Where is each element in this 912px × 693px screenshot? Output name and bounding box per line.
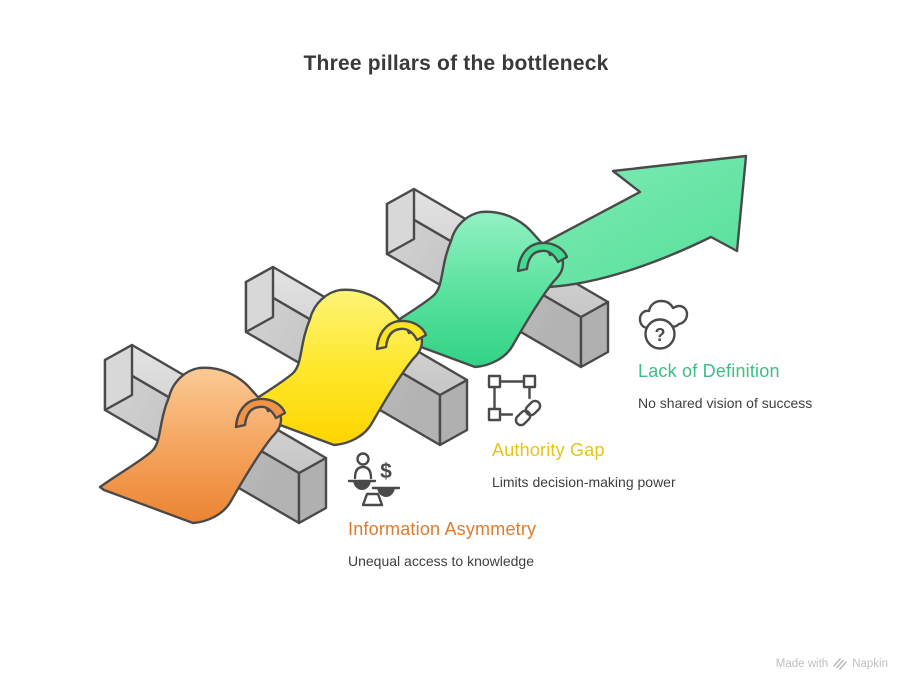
cloud-question-icon: ? xyxy=(638,299,689,350)
pillar-label-authority-gap: Authority Gap Limits decision-making pow… xyxy=(492,440,676,490)
success-arrow xyxy=(508,154,748,289)
pillar-description: Limits decision-making power xyxy=(492,474,676,490)
page-title: Three pillars of the bottleneck xyxy=(303,52,609,75)
pillar-heading: Information Asymmetry xyxy=(348,519,537,539)
pillar-description: Unequal access to knowledge xyxy=(348,553,535,569)
balance-scale-icon: $ xyxy=(347,452,401,507)
pillar-label-information-asymmetry: Information Asymmetry Unequal access to … xyxy=(348,519,536,569)
pillar-heading: Lack of Definition xyxy=(638,361,780,381)
watermark-prefix: Made with xyxy=(775,657,829,670)
pillar-description: No shared vision of success xyxy=(638,395,813,411)
watermark: Made with Napkin xyxy=(776,657,888,670)
watermark-brand: Napkin xyxy=(852,657,888,670)
pillar-label-lack-of-definition: Lack of Definition No shared vision of s… xyxy=(638,361,812,411)
dollar-glyph: $ xyxy=(380,460,392,483)
pillar-heading: Authority Gap xyxy=(492,440,605,460)
napkin-logo-icon xyxy=(833,658,848,670)
link-frame-icon xyxy=(487,374,542,427)
question-glyph: ? xyxy=(655,325,666,345)
